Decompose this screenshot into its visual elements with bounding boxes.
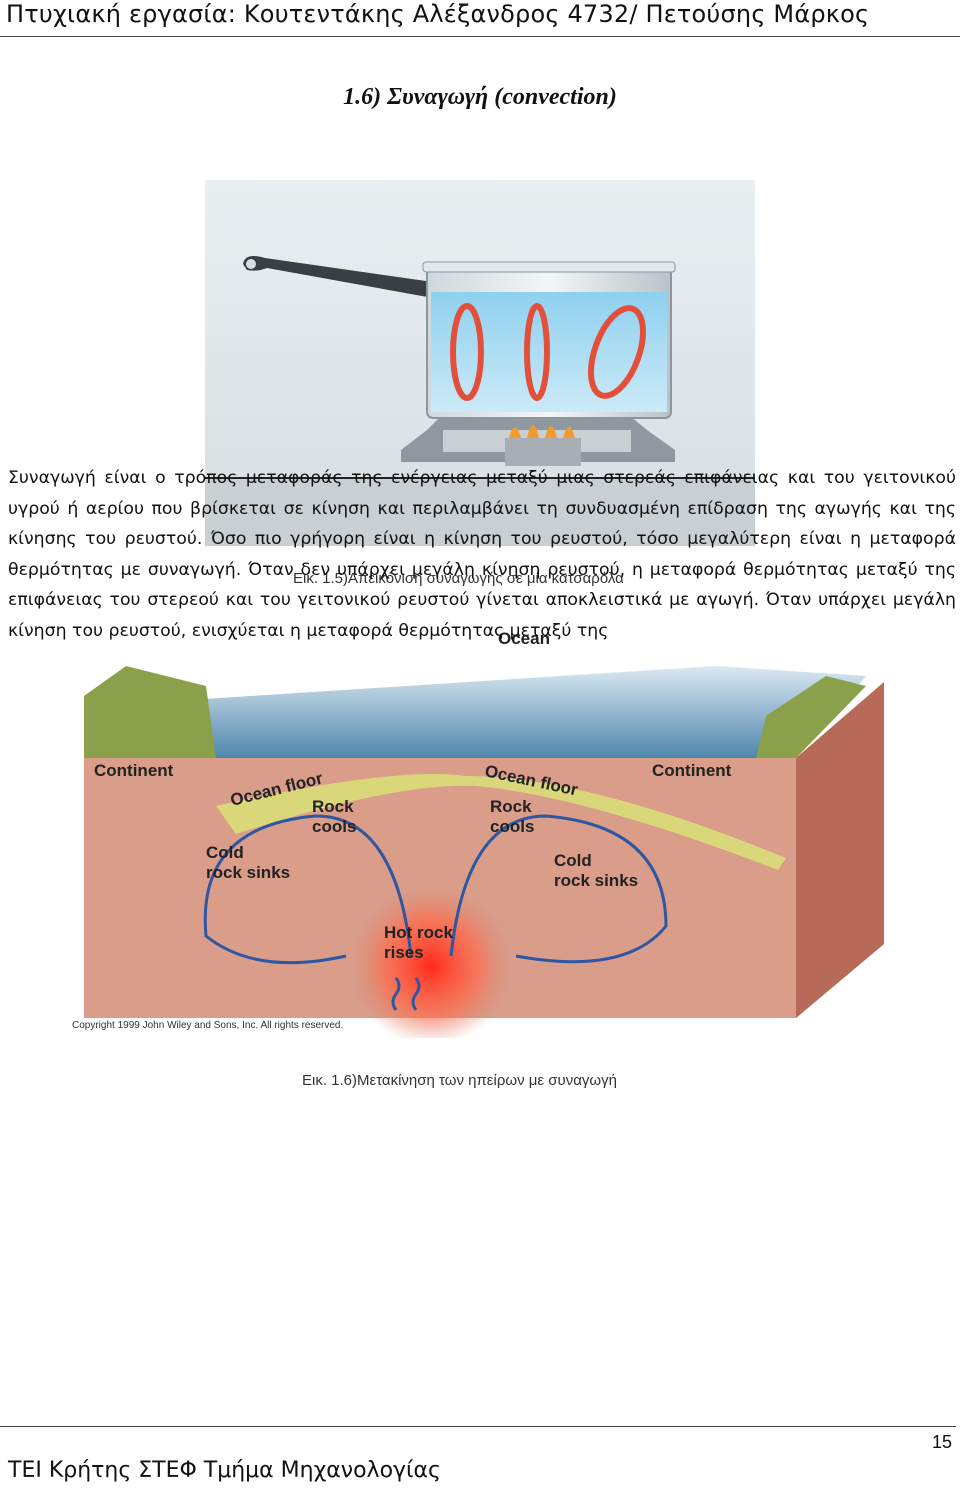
continent-right-label: Continent (652, 761, 732, 780)
saucepan-convection-figure (205, 180, 755, 546)
rock-cools-right-1: Rock (490, 797, 532, 816)
header-divider (0, 36, 960, 37)
paragraph-text: Συναγωγή είναι ο τρόπος μεταφοράς της εν… (8, 468, 956, 641)
page-number: 15 (931, 1432, 952, 1452)
section-title: 1.6) Συναγωγή (convection) (343, 84, 617, 110)
ocean-label: Ocean (498, 629, 550, 648)
hot-rock-2: rises (384, 943, 424, 962)
cold-right-2: rock sinks (554, 871, 638, 890)
rock-cools-left-2: cools (312, 817, 356, 836)
copyright-note: Copyright 1999 John Wiley and Sons, Inc.… (72, 1020, 343, 1031)
figure2-caption: Εικ. 1.6)Μετακίνηση των ηπείρων με συναγ… (302, 1072, 617, 1089)
continent-left-label: Continent (94, 761, 174, 780)
rock-cools-left-1: Rock (312, 797, 354, 816)
plate-convection-figure: Ocean Continent Continent Ocean floor Oc… (72, 629, 884, 1038)
cold-right-1: Cold (554, 851, 592, 870)
page-header: Πτυχιακή εργασία: Κουτεντάκης Αλέξανδρος… (6, 0, 870, 28)
cold-left-2: rock sinks (206, 863, 290, 882)
rock-cools-right-2: cools (490, 817, 534, 836)
page-footer: ΤΕΙ Κρήτης ΣΤΕΦ Τμήμα Μηχανολογίας (8, 1458, 441, 1483)
figure1-caption: Εικ. 1.5)Απεικόνιση συναγωγής σε μία κατ… (293, 570, 624, 587)
body-paragraph: Συναγωγή είναι ο τρόπος μεταφοράς της εν… (8, 463, 956, 647)
hot-rock-1: Hot rock (384, 923, 454, 942)
footer-divider (0, 1426, 956, 1427)
cold-left-1: Cold (206, 843, 244, 862)
